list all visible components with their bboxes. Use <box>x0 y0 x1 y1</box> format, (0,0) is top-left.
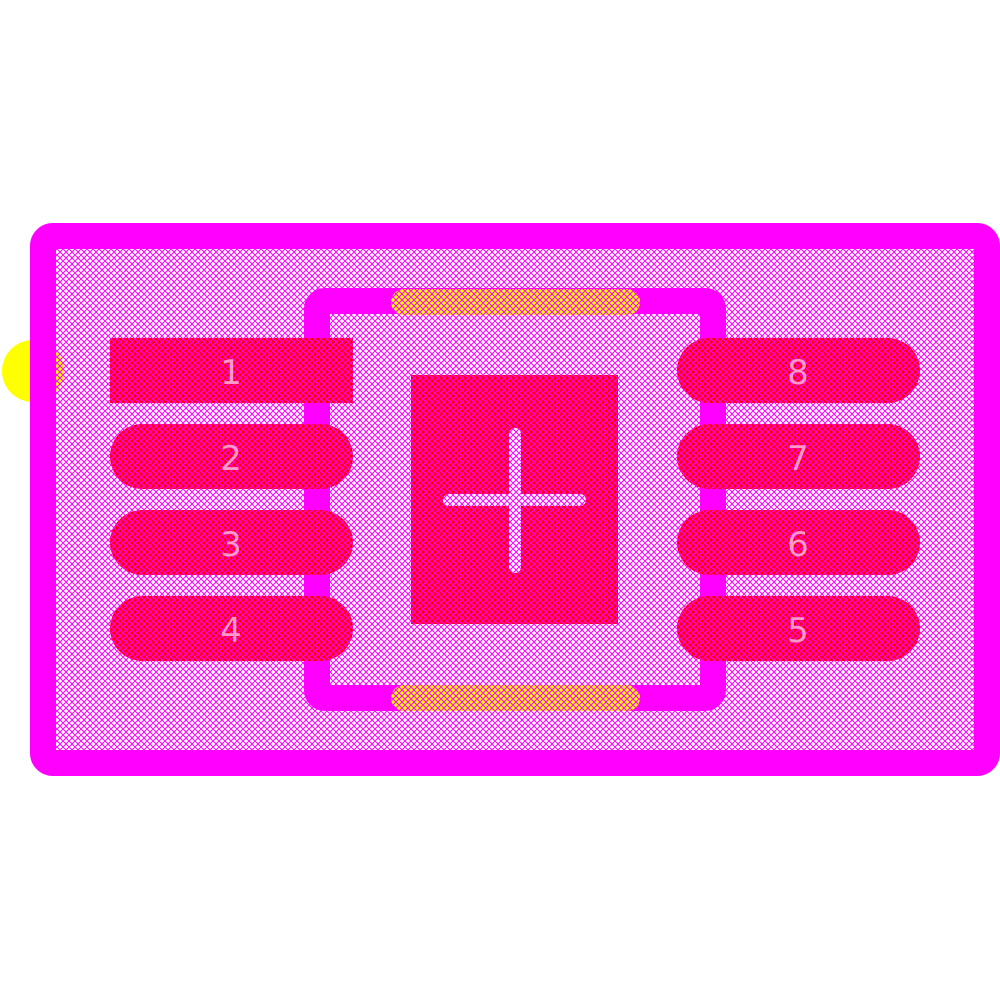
pad-2[interactable]: 2 <box>110 424 353 489</box>
pin-label: 5 <box>787 611 809 651</box>
pad-6[interactable]: 6 <box>677 510 920 575</box>
crosshair-icon <box>443 428 586 573</box>
pad-5[interactable]: 5 <box>677 596 920 661</box>
pad-3[interactable]: 3 <box>110 510 353 575</box>
pad-1[interactable]: 1 <box>110 338 353 403</box>
pin-label: 6 <box>787 525 809 565</box>
pad-8[interactable]: 8 <box>677 338 920 403</box>
pin-label: 4 <box>220 611 242 651</box>
pin-label: 1 <box>220 353 242 393</box>
silkscreen-top-bar-hatch <box>391 289 640 315</box>
courtyard-outline <box>30 223 1000 776</box>
pin-label: 7 <box>787 439 809 479</box>
silkscreen-bottom-bar-hatch <box>391 685 640 711</box>
pin-label: 2 <box>220 439 242 479</box>
pin-label: 3 <box>220 525 242 565</box>
pad-4[interactable]: 4 <box>110 596 353 661</box>
pad-7[interactable]: 7 <box>677 424 920 489</box>
pin-label: 8 <box>787 353 809 393</box>
